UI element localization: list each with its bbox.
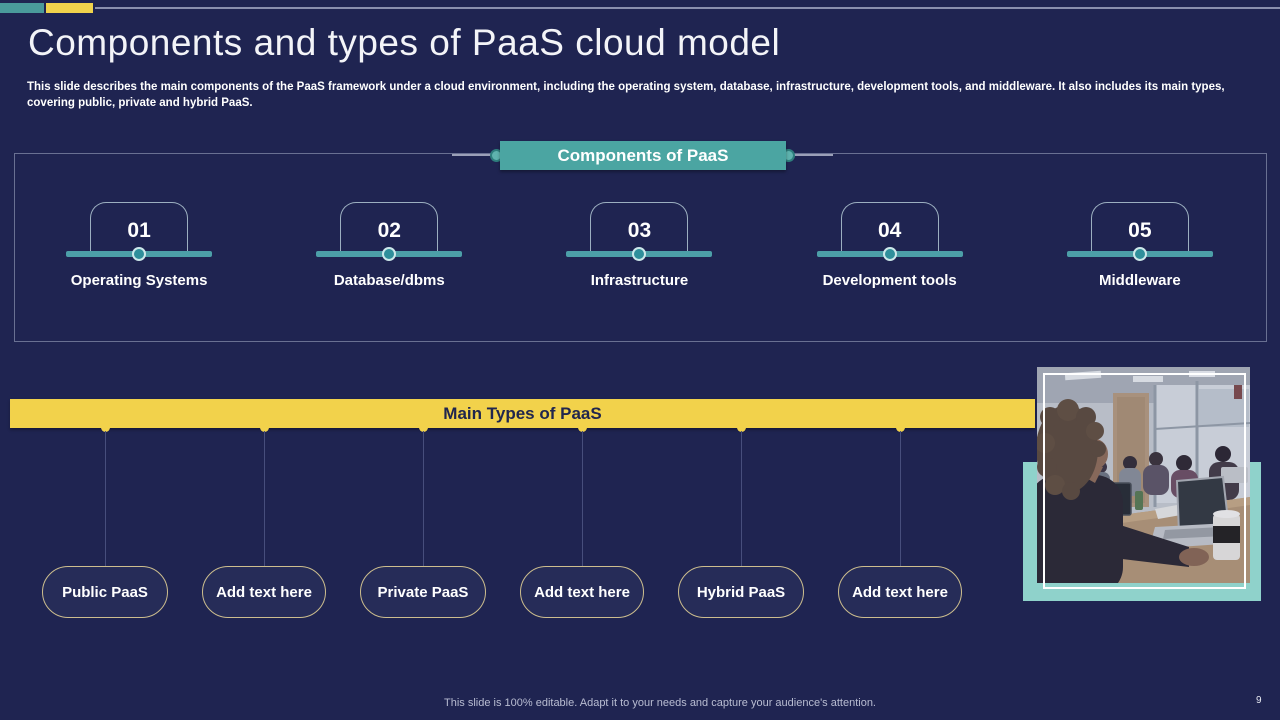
component-dot: [882, 247, 897, 261]
type-connector-line: [900, 431, 901, 566]
component-item: 02 Database/dbms: [264, 202, 514, 289]
type-connector-dot: [578, 423, 587, 432]
component-bar: [566, 247, 713, 261]
type-connector-dot: [737, 423, 746, 432]
types-header-banner: Main Types of PaaS: [10, 399, 1035, 428]
component-label: Infrastructure: [590, 272, 689, 289]
component-number: 01: [127, 219, 151, 242]
type-pill-placeholder[interactable]: Add text here: [838, 566, 962, 618]
component-tab-outline: 01: [90, 202, 189, 251]
type-pill-hybrid-paas[interactable]: Hybrid PaaS: [678, 566, 804, 618]
type-connector-line: [741, 431, 742, 566]
component-label: Development tools: [822, 272, 957, 289]
slide-description: This slide describes the main components…: [27, 81, 1225, 109]
component-bar: [1066, 247, 1213, 261]
component-tab-outline: 02: [340, 202, 439, 251]
component-bar: [816, 247, 963, 261]
component-number: 05: [1128, 219, 1152, 242]
component-bar: [316, 247, 463, 261]
components-header-banner: Components of PaaS: [500, 141, 786, 170]
component-number: 02: [377, 219, 401, 242]
banner-connector-line-right: [793, 154, 833, 156]
type-connector-dot: [260, 423, 269, 432]
type-pill-placeholder[interactable]: Add text here: [202, 566, 326, 618]
component-number: 03: [627, 219, 652, 242]
page-title: Components and types of PaaS cloud model: [28, 22, 781, 63]
component-dot: [632, 247, 647, 261]
type-connector-line: [582, 431, 583, 566]
component-tab-outline: 03: [590, 202, 689, 251]
type-pill-placeholder[interactable]: Add text here: [520, 566, 644, 618]
component-number: 04: [877, 219, 902, 242]
decor-yellow-bar: [46, 3, 93, 13]
type-connector-dot: [419, 423, 428, 432]
type-connector-dot: [896, 423, 905, 432]
decor-top-line: [95, 7, 1280, 9]
type-pill-private-paas[interactable]: Private PaaS: [360, 566, 486, 618]
decor-teal-bar: [0, 3, 44, 13]
component-dot: [382, 247, 397, 261]
type-connector-line: [264, 431, 265, 566]
component-item: 04 Development tools: [765, 202, 1015, 289]
component-tab-outline: 05: [1090, 202, 1189, 251]
component-bar: [66, 247, 213, 261]
component-tab-outline: 04: [840, 202, 939, 251]
banner-connector-line-left: [452, 154, 492, 156]
component-label: Operating Systems: [70, 272, 208, 289]
type-connector-line: [423, 431, 424, 566]
component-label: Middleware: [1099, 272, 1181, 289]
component-label: Database/dbms: [333, 272, 445, 289]
type-pill-public-paas[interactable]: Public PaaS: [42, 566, 168, 618]
components-row: 01 Operating Systems 02 Database/dbms 03…: [14, 202, 1265, 289]
type-connector-line: [105, 431, 106, 566]
component-item: 03 Infrastructure: [514, 202, 764, 289]
component-dot: [1132, 247, 1147, 261]
component-item: 05 Middleware: [1015, 202, 1265, 289]
type-connector-dot: [101, 423, 110, 432]
page-number: 9: [1256, 695, 1262, 706]
meeting-photo: [1037, 367, 1250, 583]
component-dot: [132, 247, 147, 261]
component-item: 01 Operating Systems: [14, 202, 264, 289]
footer-note: This slide is 100% editable. Adapt it to…: [444, 697, 876, 709]
